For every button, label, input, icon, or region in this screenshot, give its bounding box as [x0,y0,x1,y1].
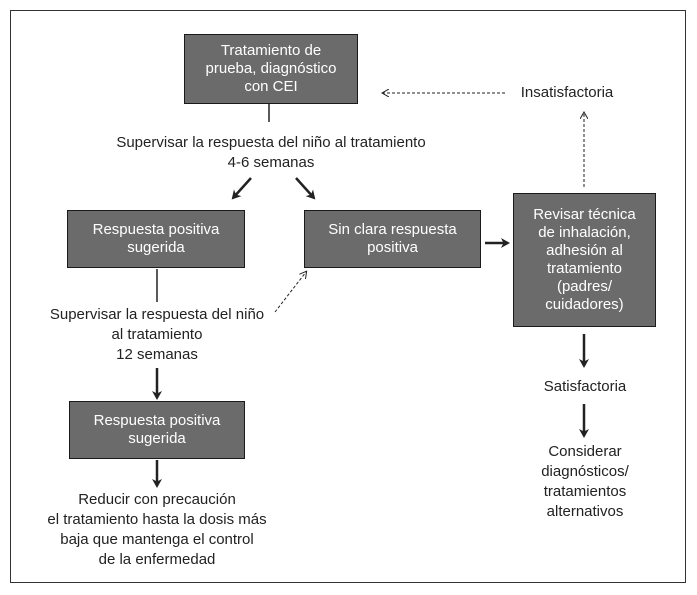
diagram-frame [10,10,686,583]
label-reduce-treatment: Reducir con precaución el tratamiento ha… [47,491,267,568]
label-satisfactory: Satisfactoria [543,378,627,395]
box-positive-response-1: Respuesta positiva sugerida [67,210,245,268]
label-consider-alternatives: Considerar diagnósticos/ tratamientos al… [541,443,629,520]
box-no-clear-response: Sin clara respuesta positiva [304,210,481,268]
label-monitor-12-weeks: Supervisar la respuesta del niño al trat… [49,306,265,363]
box-review-technique: Revisar técnica de inhalación, adhesión … [513,193,656,327]
box-positive-response-2: Respuesta positiva sugerida [69,401,245,459]
arrow-to-positive1 [231,177,252,200]
dashed-arrow-to-no-clear [274,272,306,313]
arrow-to-no-clear [295,177,316,200]
label-monitor-4-6-weeks: Supervisar la respuesta del niño al trat… [116,134,426,171]
box-trial-treatment: Tratamiento de prueba, diagnóstico con C… [184,34,358,104]
label-unsatisfactory: Insatisfactoria [520,84,614,101]
